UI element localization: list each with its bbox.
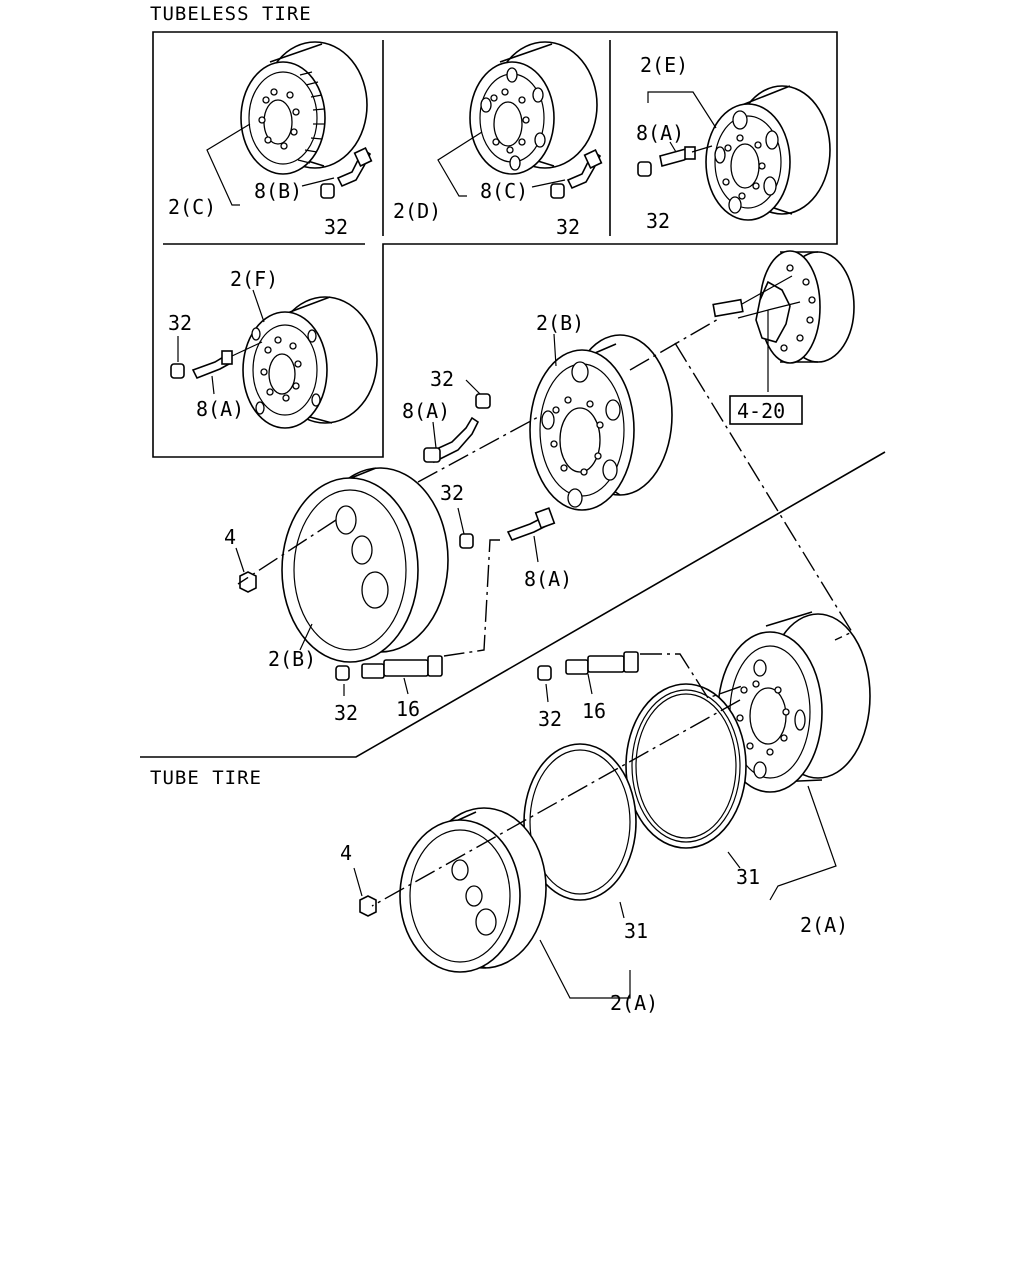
label-2e: 2(E) [640, 53, 688, 77]
nut-4-top [239, 571, 257, 593]
label-32-p1: 32 [324, 215, 348, 239]
valve-8a-mid [506, 507, 556, 541]
valve-8a-mid-top [423, 416, 480, 464]
variant-frame [152, 31, 838, 458]
label-16-left: 16 [396, 697, 420, 721]
label-31-right: 31 [736, 865, 760, 889]
leader-2b-top [553, 333, 557, 367]
tube-flap-left [523, 743, 637, 901]
leader-8b [301, 177, 335, 187]
leader-2a-left [539, 939, 631, 999]
valve-16-right [565, 651, 639, 675]
label-8a-mid: 8(A) [524, 567, 572, 591]
label-32-p4: 32 [168, 311, 192, 335]
leader-4-bottom [353, 867, 363, 897]
label-8a-mid-top: 8(A) [402, 399, 450, 423]
label-2a-left: 2(A) [610, 991, 658, 1015]
cap-32-mid [459, 533, 474, 549]
leader-8a-mid [533, 535, 539, 563]
valve-8c [566, 149, 603, 190]
label-2b-bottom: 2(B) [268, 647, 316, 671]
cap-32-right [537, 665, 552, 681]
inner-wheel-2b [529, 334, 673, 511]
label-2d: 2(D) [393, 199, 441, 223]
leader-8c [531, 179, 566, 188]
leader-4-top [235, 547, 245, 573]
tube-wheel-left [399, 807, 547, 973]
leader-16-right [587, 673, 593, 695]
label-4-20: 4-20 [737, 399, 785, 423]
leader-32-mid [457, 507, 465, 535]
leader-2c [206, 123, 251, 206]
leader-32-mid-top [465, 379, 481, 395]
nut-4-bottom [359, 895, 377, 917]
leader-valve-to-wheel [231, 341, 263, 357]
label-4-top: 4 [224, 525, 236, 549]
section-separator [140, 451, 886, 758]
leader-31-right [727, 851, 741, 869]
label-32-left: 32 [334, 701, 358, 725]
valve-8a-p4 [191, 350, 233, 380]
leader-8a-p4 [211, 375, 215, 395]
wheel-2f [242, 296, 378, 429]
wheel-2c [240, 41, 368, 175]
cap-32-p3 [637, 161, 652, 177]
valve-8b [336, 147, 373, 188]
label-8a-p3: 8(A) [636, 121, 684, 145]
cap-32-mid-top [475, 393, 491, 409]
outer-wheel-2b [281, 467, 449, 663]
leader-8a-mid-top [432, 421, 437, 449]
label-32-right: 32 [538, 707, 562, 731]
leader-2f [252, 289, 265, 323]
assembly-lines [237, 317, 854, 907]
valve-8a-p3 [659, 146, 696, 167]
label-32-mid: 32 [440, 481, 464, 505]
label-32-p3: 32 [646, 209, 670, 233]
cap-32-p2 [550, 183, 565, 199]
label-4-bottom: 4 [340, 841, 352, 865]
leader-2b-bottom [299, 623, 313, 651]
label-2a-right: 2(A) [800, 913, 848, 937]
hub [755, 250, 855, 364]
leader-2d [437, 131, 483, 197]
cap-32-p4 [170, 363, 185, 379]
leader-4-20 [737, 301, 801, 392]
cap-32-left [335, 665, 350, 681]
leader-8a-p3 [669, 141, 677, 153]
label-2f: 2(F) [230, 267, 278, 291]
label-2b-top: 2(B) [536, 311, 584, 335]
label-31-left: 31 [624, 919, 648, 943]
label-2c: 2(C) [168, 195, 216, 219]
tubeless-tire-title: TUBELESS TIRE [150, 3, 312, 25]
leader-32-right [545, 683, 549, 703]
wheel-2d [469, 41, 598, 175]
ref-box-4-20 [729, 395, 803, 425]
label-8b: 8(B) [254, 179, 302, 203]
leader-2e [647, 91, 717, 129]
label-8c: 8(C) [480, 179, 528, 203]
cap-32-p1 [320, 183, 335, 199]
valve-16-left [361, 655, 443, 679]
tube-tire-title: TUBE TIRE [150, 767, 262, 789]
hub-bolt [712, 275, 793, 318]
leader-valve-to-hole [691, 145, 713, 153]
label-16-right: 16 [582, 699, 606, 723]
label-8a-p4: 8(A) [196, 397, 244, 421]
wheel-2e [705, 85, 831, 221]
leader-31-left [619, 901, 625, 919]
label-32-mid-top: 32 [430, 367, 454, 391]
tube-ring-right [625, 683, 747, 849]
leader-16-left [403, 677, 409, 695]
label-32-p2: 32 [556, 215, 580, 239]
